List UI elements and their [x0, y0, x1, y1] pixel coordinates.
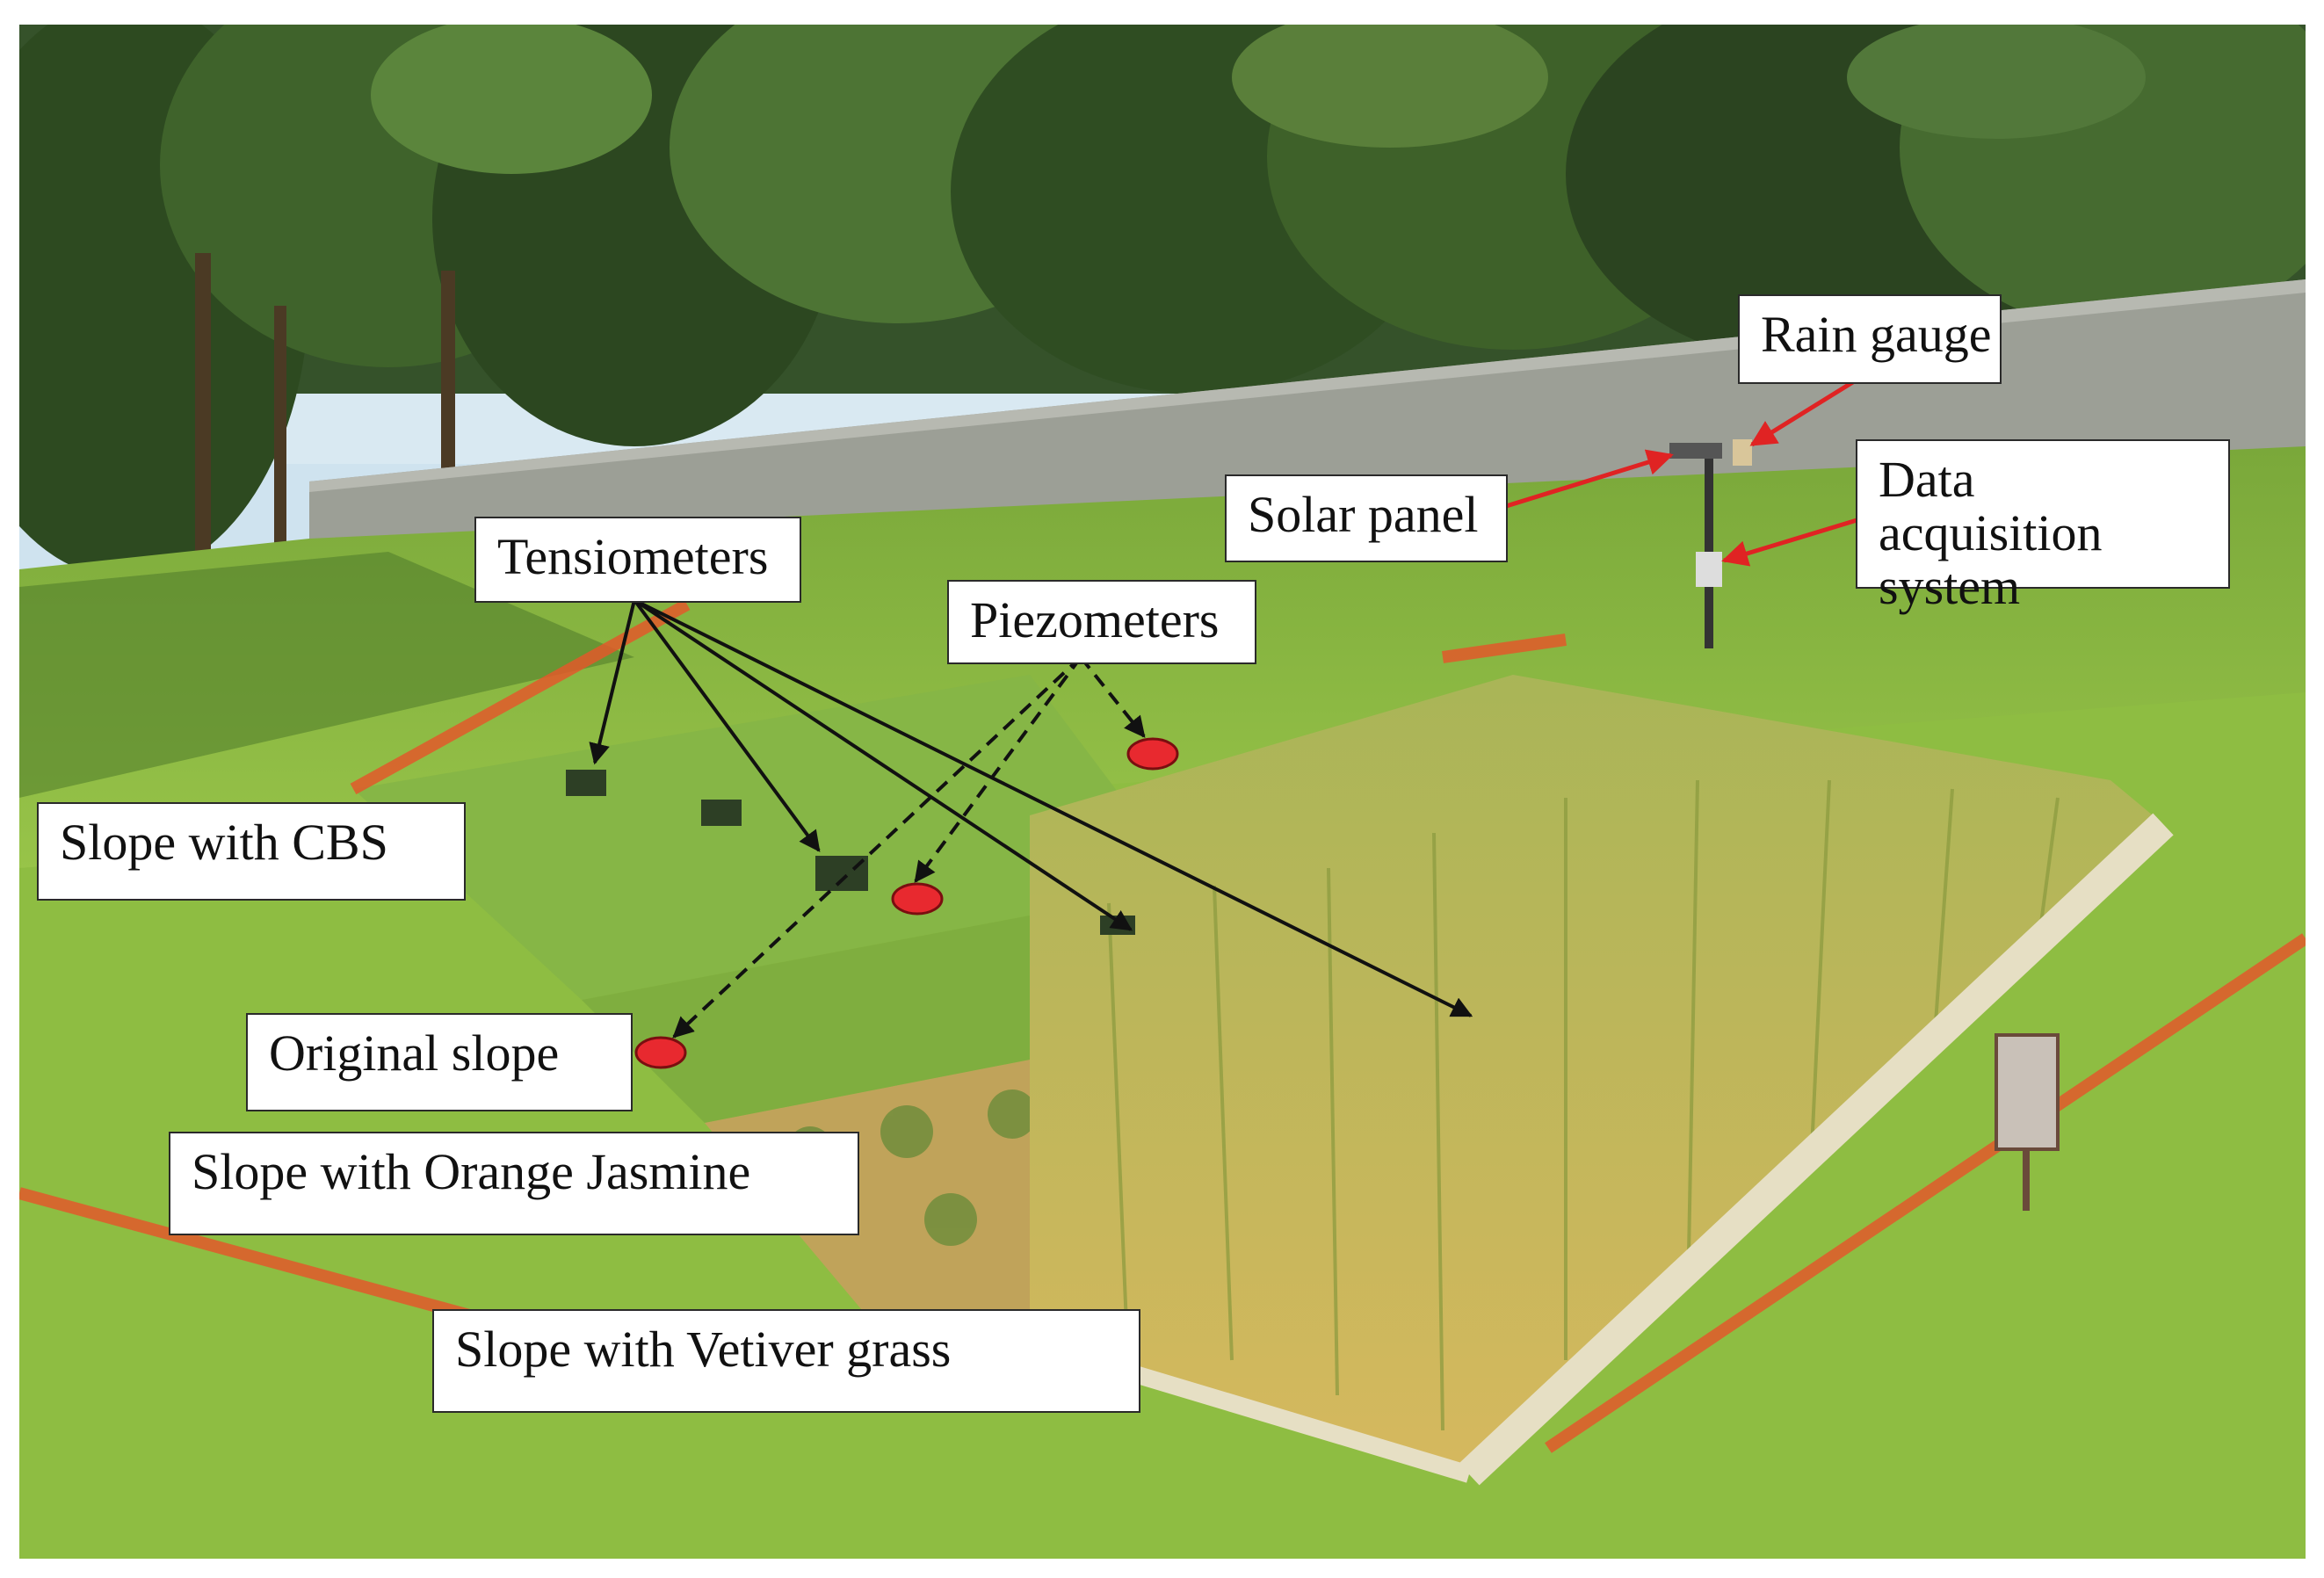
- label-slope-with-cbs: Slope with CBS: [37, 802, 466, 901]
- piezometer-marker: [1126, 737, 1179, 771]
- label-piezometers: Piezometers: [947, 580, 1256, 664]
- label-tensiometers: Tensiometers: [474, 517, 801, 603]
- instrument-pole: [1705, 446, 1713, 648]
- piezometer-marker: [891, 882, 944, 916]
- slope-cbs-area: [353, 675, 1188, 1000]
- equipment-arrows: [1477, 373, 1864, 567]
- signpost: [1995, 1033, 2060, 1151]
- photo-frame: Rain gauge Solar panel Data acquisition …: [19, 25, 2306, 1559]
- label-rain-gauge: Rain gauge: [1738, 294, 2002, 384]
- solar-panel-device: [1669, 443, 1722, 459]
- label-data-acquisition-system: Data acquisition system: [1856, 439, 2230, 613]
- data-acquisition-box: [1696, 552, 1722, 587]
- tensiometer-arrows: [589, 598, 1473, 1017]
- label-original-slope: Original slope: [246, 1013, 633, 1111]
- label-slope-with-vetiver-grass: Slope with Vetiver grass: [432, 1309, 1140, 1413]
- concrete-edge: [1459, 813, 2174, 1486]
- piezometer-arrows: [672, 655, 1146, 1039]
- vetiver-grass-area: [1030, 675, 2163, 1474]
- label-slope-with-orange-jasmine: Slope with Orange Jasmine: [169, 1132, 859, 1235]
- tree-canopy: [19, 25, 2306, 578]
- rain-gauge-device: [1733, 439, 1752, 466]
- field-photo: [19, 25, 2306, 1559]
- label-solar-panel: Solar panel: [1225, 474, 1508, 562]
- piezometer-marker: [634, 1036, 687, 1069]
